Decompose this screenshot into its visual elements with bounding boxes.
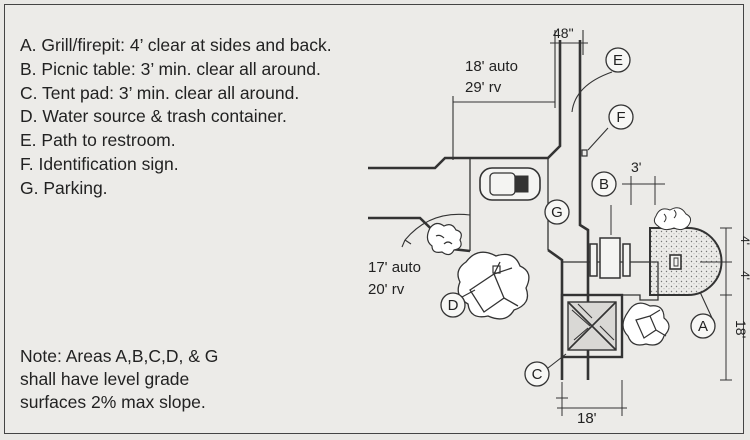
note-line-2: shall have level grade bbox=[20, 369, 190, 389]
turn-radius-arc bbox=[404, 213, 471, 241]
legend-item-c: C. Tent pad: 3’ min. clear all around. bbox=[20, 82, 300, 103]
callout-g bbox=[544, 199, 570, 225]
callout-e-label: E bbox=[613, 52, 623, 69]
callout-d-label: D bbox=[448, 297, 459, 314]
grill-clearance-1-label: 4' bbox=[738, 236, 750, 245]
tree-icon bbox=[457, 251, 530, 320]
table-clearance-label: 3' bbox=[631, 159, 641, 175]
upper-rv-label: 29' rv bbox=[465, 79, 502, 96]
picnic-table-icon bbox=[589, 237, 631, 279]
callout-e bbox=[605, 47, 631, 73]
grill-icon bbox=[669, 254, 682, 270]
callout-b-label: B bbox=[599, 176, 609, 193]
callout-b bbox=[591, 171, 617, 197]
callout-c-label: C bbox=[532, 366, 543, 383]
grill-pad-area bbox=[649, 227, 723, 296]
grill-depth-label: 18' bbox=[733, 320, 749, 338]
shrub-icon bbox=[426, 222, 462, 256]
callout-a-label: A bbox=[698, 318, 708, 335]
id-sign-icon bbox=[581, 149, 588, 157]
parked-car-icon bbox=[479, 167, 541, 201]
grade-note: Note: Areas A,B,C,D, & G shall have leve… bbox=[20, 345, 218, 414]
callout-g-label: G bbox=[551, 204, 563, 221]
grill-clearance-2-label: 4' bbox=[738, 271, 750, 280]
legend-item-a: A. Grill/firepit: 4’ clear at sides and … bbox=[20, 35, 332, 55]
callout-c bbox=[524, 361, 550, 387]
tree-small-icon bbox=[622, 302, 670, 346]
callout-a bbox=[690, 313, 716, 339]
note-line-1: Note: Areas A,B,C,D, & G bbox=[20, 346, 219, 366]
callout-d bbox=[440, 292, 466, 318]
callout-f-label: F bbox=[616, 109, 625, 126]
tent-width-label: 18' bbox=[577, 410, 597, 427]
lower-auto-label: 17' auto bbox=[368, 259, 421, 276]
tent-pad-icon bbox=[560, 293, 624, 359]
water-trash-marker bbox=[492, 265, 501, 274]
legend-item-d: D. Water source & trash container. bbox=[20, 106, 287, 127]
legend-item-b: B. Picnic table: 3’ min. clear all aroun… bbox=[20, 58, 321, 79]
legend-list: A. Grill/firepit: 4’ clear at sides and … bbox=[20, 34, 332, 201]
legend-item-f: F. Identification sign. bbox=[20, 153, 179, 174]
legend-item-g: G. Parking. bbox=[20, 177, 108, 198]
upper-auto-label: 18' auto bbox=[465, 58, 518, 75]
bush-icon bbox=[653, 207, 692, 231]
legend-item-e: E. Path to restroom. bbox=[20, 130, 176, 151]
note-line-3: surfaces 2% max slope. bbox=[20, 392, 206, 412]
path-width-label: 48" bbox=[553, 25, 574, 41]
lower-rv-label: 20' rv bbox=[368, 281, 405, 298]
callout-f bbox=[608, 104, 634, 130]
